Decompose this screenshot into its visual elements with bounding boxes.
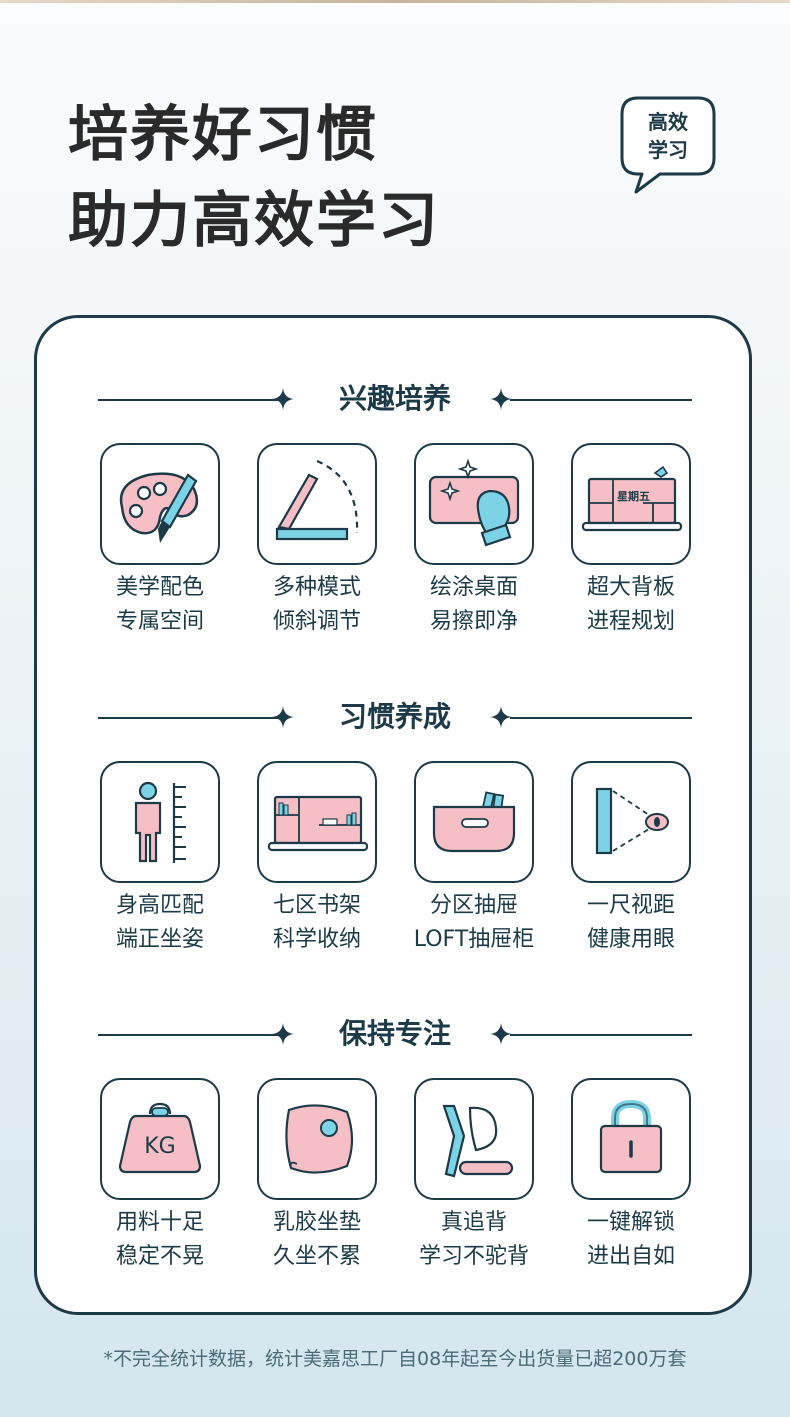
section-title-interest: 兴趣培养	[0, 379, 790, 419]
headline-line-1: 培养好习惯	[68, 100, 378, 170]
section-label: 保持专注	[338, 1017, 451, 1050]
page-headline: 培养好习惯 助力高效学习	[68, 92, 440, 264]
footnote: *不完全统计数据，统计美嘉思工厂自08年起至今出货量已超200万套	[103, 1348, 687, 1370]
caption-backboard: 超大背板 进程规划	[586, 575, 675, 634]
tile-eye	[571, 761, 691, 883]
caption-chair: 真追背 学习不驼背	[418, 1210, 529, 1269]
sparkle-icon	[272, 1023, 294, 1045]
tile-height	[100, 761, 220, 883]
tile-drawer	[414, 761, 534, 883]
sparkle-icon	[272, 706, 294, 728]
backboard-icon: 星期五	[581, 465, 683, 532]
divider-line	[98, 399, 278, 401]
speech-bubble-icon	[620, 96, 716, 194]
caption-height: 身高匹配 端正坐姿	[115, 893, 204, 952]
tile-wipe	[414, 443, 534, 565]
speech-bubble-badge: 高效 学习	[620, 96, 716, 194]
tilt-angle-icon	[275, 459, 359, 541]
tile-weight: KG	[100, 1078, 220, 1200]
caption-cushion: 乳胶坐垫 久坐不累	[272, 1210, 361, 1269]
sparkle-icon	[490, 1023, 512, 1045]
wipe-desk-icon	[428, 458, 520, 547]
tile-chair	[414, 1078, 534, 1200]
caption-bookshelf: 七区书架 科学收纳	[272, 893, 361, 952]
lock-icon	[599, 1099, 663, 1174]
chair-back-icon	[442, 1104, 514, 1178]
caption-lock: 一键解锁 进出自如	[586, 1210, 675, 1269]
headline-line-2: 助力高效学习	[68, 186, 440, 256]
caption-tilt: 多种模式 倾斜调节	[272, 575, 361, 634]
section-label: 习惯养成	[338, 700, 451, 733]
badge-line-2: 学习	[648, 138, 688, 162]
divider-line	[510, 399, 692, 401]
tile-palette	[100, 443, 220, 565]
badge-line-1: 高效	[648, 110, 688, 134]
section-label: 兴趣培养	[338, 382, 451, 415]
weight-label: KG	[144, 1134, 175, 1159]
divider-line	[98, 717, 278, 719]
board-label: 星期五	[617, 489, 650, 503]
latex-cushion-icon	[285, 1104, 354, 1174]
top-decor-strip	[0, 0, 790, 3]
section-title-focus: 保持专注	[0, 1014, 790, 1054]
sparkle-icon	[490, 706, 512, 728]
divider-line	[510, 717, 692, 719]
sparkle-icon	[490, 388, 512, 410]
caption-eye: 一尺视距 健康用眼	[586, 893, 675, 952]
tile-tilt	[257, 443, 377, 565]
tile-cushion	[257, 1078, 377, 1200]
weight-kg-icon: KG	[118, 1102, 202, 1174]
palette-icon	[119, 472, 199, 543]
drawer-icon	[432, 791, 516, 853]
section-title-habits: 习惯养成	[0, 697, 790, 737]
caption-weight: 用料十足 稳定不晃	[115, 1210, 204, 1269]
caption-palette: 美学配色 专属空间	[115, 575, 204, 634]
caption-drawer: 分区抽屉 LOFT抽屉柜	[413, 893, 535, 952]
caption-wipe: 绘涂桌面 易擦即净	[429, 575, 518, 634]
height-ruler-icon	[134, 781, 186, 863]
divider-line	[510, 1034, 692, 1036]
tile-backboard: 星期五	[571, 443, 691, 565]
sparkle-icon	[272, 388, 294, 410]
tile-bookshelf	[257, 761, 377, 883]
divider-line	[98, 1034, 278, 1036]
bookshelf-icon	[267, 795, 369, 852]
tile-lock	[571, 1078, 691, 1200]
eye-distance-icon	[595, 787, 669, 855]
